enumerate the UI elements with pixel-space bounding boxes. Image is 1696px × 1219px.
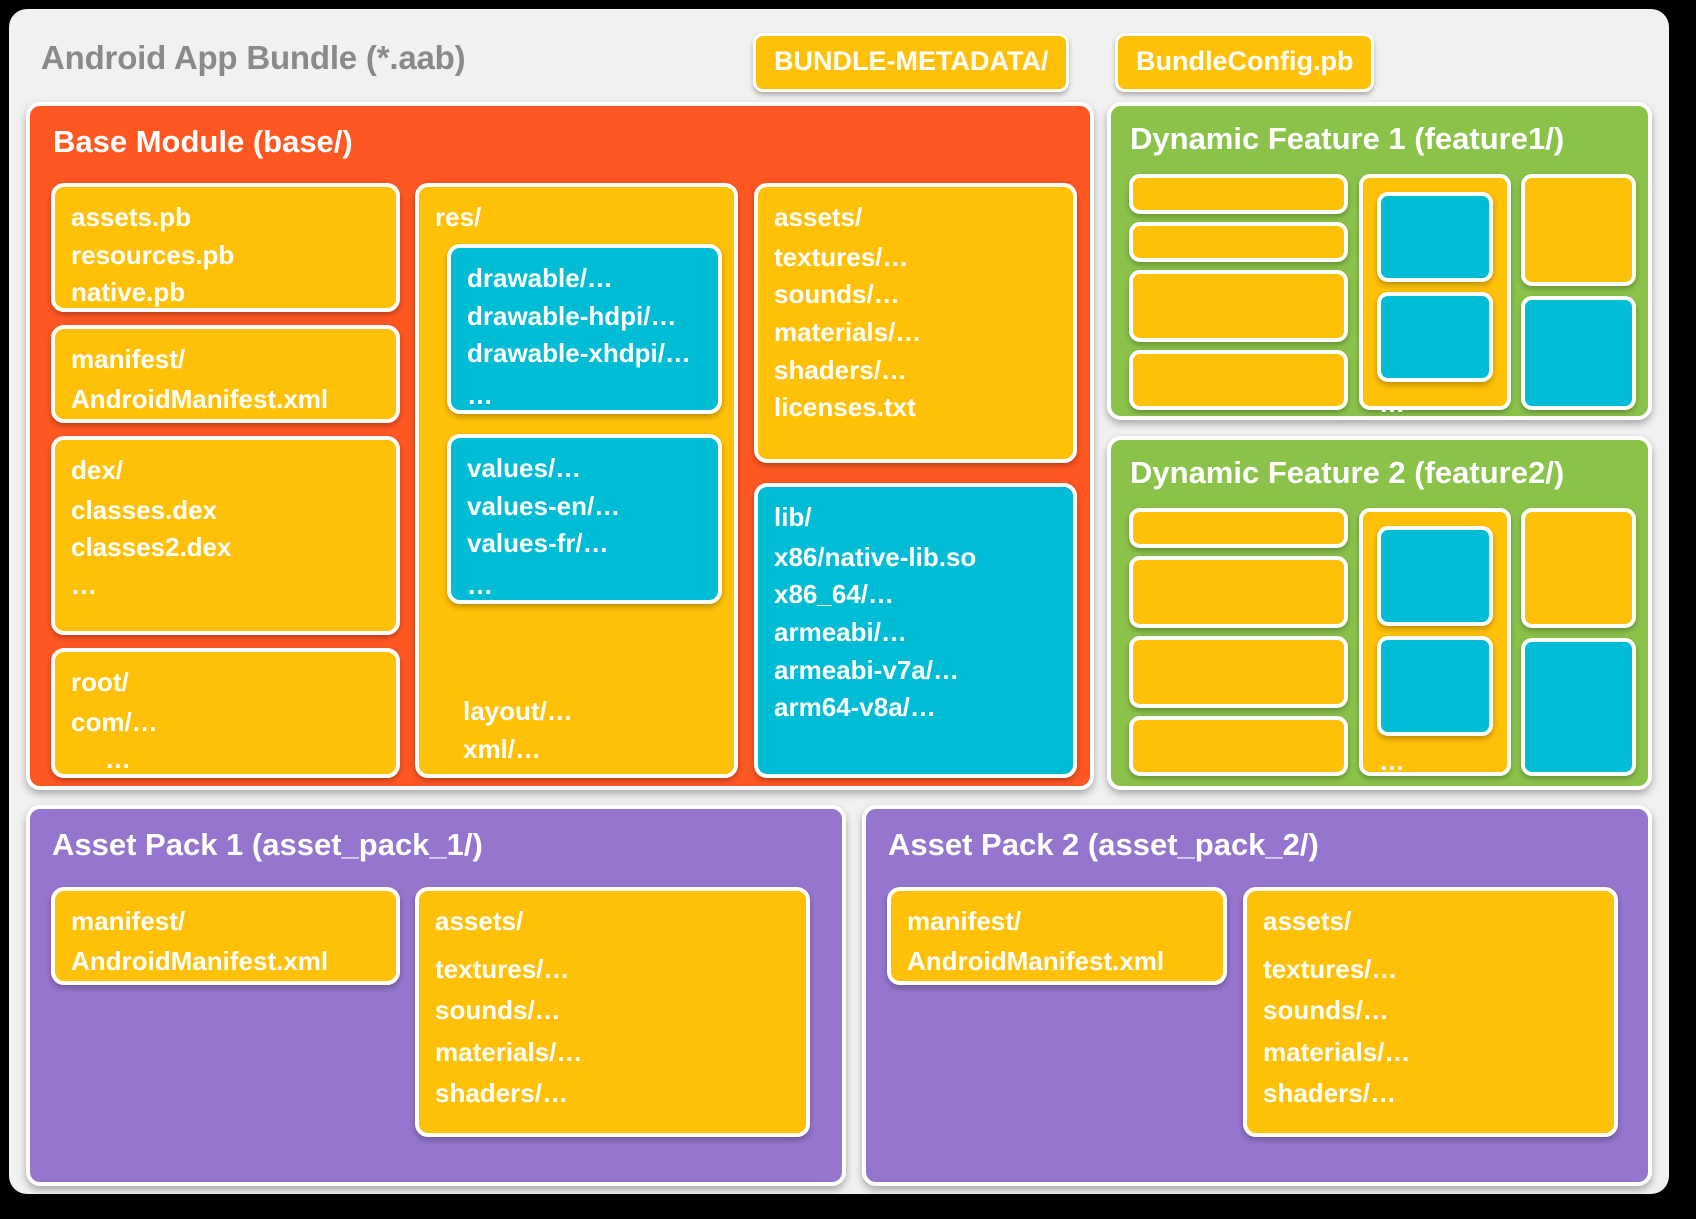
ap1-manifest-label: manifest/ <box>71 906 186 936</box>
df2-mid-cyan-1[interactable] <box>1377 526 1493 626</box>
df1-right-amber[interactable] <box>1521 174 1636 286</box>
df1-left-stub-1[interactable] <box>1129 174 1348 214</box>
bundle-metadata-chip[interactable]: BUNDLE-METADATA/ <box>753 33 1070 92</box>
base-module-card[interactable]: Base Module (base/) assets.pb resources.… <box>26 102 1094 878</box>
dynamic-feature-1-card[interactable]: Dynamic Feature 1 (feature1/) … <box>1107 102 1652 420</box>
df2-mid-container[interactable]: … <box>1359 508 1511 776</box>
df2-right-cyan[interactable] <box>1521 638 1636 776</box>
ap1-assets-box[interactable]: assets/ textures/… sounds/… materials/… … <box>415 887 810 1137</box>
base-assets-label: assets/ <box>774 202 863 232</box>
ap1-manifest-child: AndroidManifest.xml <box>71 945 329 976</box>
base-res-values-ellipsis: … <box>467 570 493 601</box>
df1-left-stub-3[interactable] <box>1129 270 1348 342</box>
df2-left-stub-2[interactable] <box>1129 556 1348 628</box>
base-proto-files-box[interactable]: assets.pb resources.pb native.pb <box>51 183 400 312</box>
base-res-values-box[interactable]: values/… values-en/… values-fr/… … <box>447 434 722 604</box>
base-res-label: res/ <box>435 202 482 232</box>
base-dex-children: classes.dex classes2.dex <box>71 494 232 563</box>
df1-mid-container[interactable]: … <box>1359 174 1511 416</box>
base-assets-box[interactable]: assets/ textures/… sounds/… materials/… … <box>754 183 1077 463</box>
page-title: Android App Bundle (*.aab) <box>41 39 466 76</box>
df1-right-cyan[interactable] <box>1521 296 1636 410</box>
base-lib-box[interactable]: lib/ x86/native-lib.so x86_64/… armeabi/… <box>754 483 1077 778</box>
base-root-child: com/… <box>71 706 158 737</box>
base-lib-children: x86/native-lib.so x86_64/… armeabi/… arm… <box>774 541 977 723</box>
df1-mid-ellipsis: … <box>1379 388 1406 418</box>
ap2-manifest-box[interactable]: manifest/ AndroidManifest.xml <box>887 887 1227 985</box>
base-root-label: root/ <box>71 667 129 697</box>
base-proto-files-text: assets.pb resources.pb native.pb <box>71 202 235 308</box>
ap1-assets-label: assets/ <box>435 906 524 936</box>
base-root-ellipsis: … <box>105 744 131 775</box>
dynamic-feature-1-title: Dynamic Feature 1 (feature1/) <box>1130 121 1565 156</box>
base-dex-box[interactable]: dex/ classes.dex classes2.dex … <box>51 436 400 635</box>
df2-left-stub-4[interactable] <box>1129 716 1348 776</box>
base-dex-label: dex/ <box>71 455 124 485</box>
base-res-values-text: values/… values-en/… values-fr/… <box>467 453 621 559</box>
dynamic-feature-2-title: Dynamic Feature 2 (feature2/) <box>1130 455 1565 490</box>
base-res-tail-text: layout/… xml/… <box>463 695 573 764</box>
base-res-drawable-ellipsis: … <box>467 380 493 411</box>
ap2-manifest-label: manifest/ <box>907 906 1022 936</box>
base-root-box[interactable]: root/ com/… … <box>51 648 400 778</box>
asset-pack-1-card[interactable]: Asset Pack 1 (asset_pack_1/) manifest/ A… <box>26 805 846 1186</box>
asset-pack-2-title: Asset Pack 2 (asset_pack_2/) <box>888 827 1319 862</box>
df2-left-stub-1[interactable] <box>1129 508 1348 548</box>
asset-pack-2-card[interactable]: Asset Pack 2 (asset_pack_2/) manifest/ A… <box>862 805 1652 1186</box>
ap2-assets-children: textures/… sounds/… materials/… shaders/… <box>1263 953 1411 1109</box>
base-res-tail-group: layout/… xml/… … <box>419 617 573 959</box>
df2-mid-cyan-2[interactable] <box>1377 636 1493 736</box>
df1-mid-cyan-2[interactable] <box>1377 292 1493 382</box>
base-manifest-child: AndroidManifest.xml <box>71 383 329 414</box>
ap2-manifest-child: AndroidManifest.xml <box>907 945 1165 976</box>
base-module-title: Base Module (base/) <box>53 124 353 159</box>
dynamic-feature-2-card[interactable]: Dynamic Feature 2 (feature2/) … <box>1107 436 1652 790</box>
df2-left-stub-3[interactable] <box>1129 636 1348 708</box>
bundle-container: Android App Bundle (*.aab) BUNDLE-METADA… <box>9 9 1669 1194</box>
bundle-header: Android App Bundle (*.aab) BUNDLE-METADA… <box>25 23 1653 99</box>
asset-pack-1-title: Asset Pack 1 (asset_pack_1/) <box>52 827 483 862</box>
base-manifest-box[interactable]: manifest/ AndroidManifest.xml <box>51 325 400 423</box>
base-lib-label: lib/ <box>774 502 812 532</box>
df1-left-stub-2[interactable] <box>1129 222 1348 262</box>
base-manifest-label: manifest/ <box>71 344 186 374</box>
base-res-drawable-box[interactable]: drawable/… drawable-hdpi/… drawable-xhdp… <box>447 244 722 414</box>
base-assets-children: textures/… sounds/… materials/… shaders/… <box>774 241 922 423</box>
ap1-assets-children: textures/… sounds/… materials/… shaders/… <box>435 953 583 1109</box>
base-dex-ellipsis: … <box>71 570 97 601</box>
ap2-assets-label: assets/ <box>1263 906 1352 936</box>
ap1-manifest-box[interactable]: manifest/ AndroidManifest.xml <box>51 887 400 985</box>
df1-mid-cyan-1[interactable] <box>1377 192 1493 282</box>
base-res-box[interactable]: res/ drawable/… drawable-hdpi/… drawable… <box>415 183 738 878</box>
bundle-config-chip[interactable]: BundleConfig.pb <box>1115 33 1375 92</box>
df1-left-stub-4[interactable] <box>1129 350 1348 410</box>
base-res-drawable-text: drawable/… drawable-hdpi/… drawable-xhdp… <box>467 263 691 369</box>
df2-mid-ellipsis: … <box>1379 746 1406 776</box>
ap2-assets-box[interactable]: assets/ textures/… sounds/… materials/… … <box>1243 887 1618 1137</box>
df2-right-amber[interactable] <box>1521 508 1636 628</box>
